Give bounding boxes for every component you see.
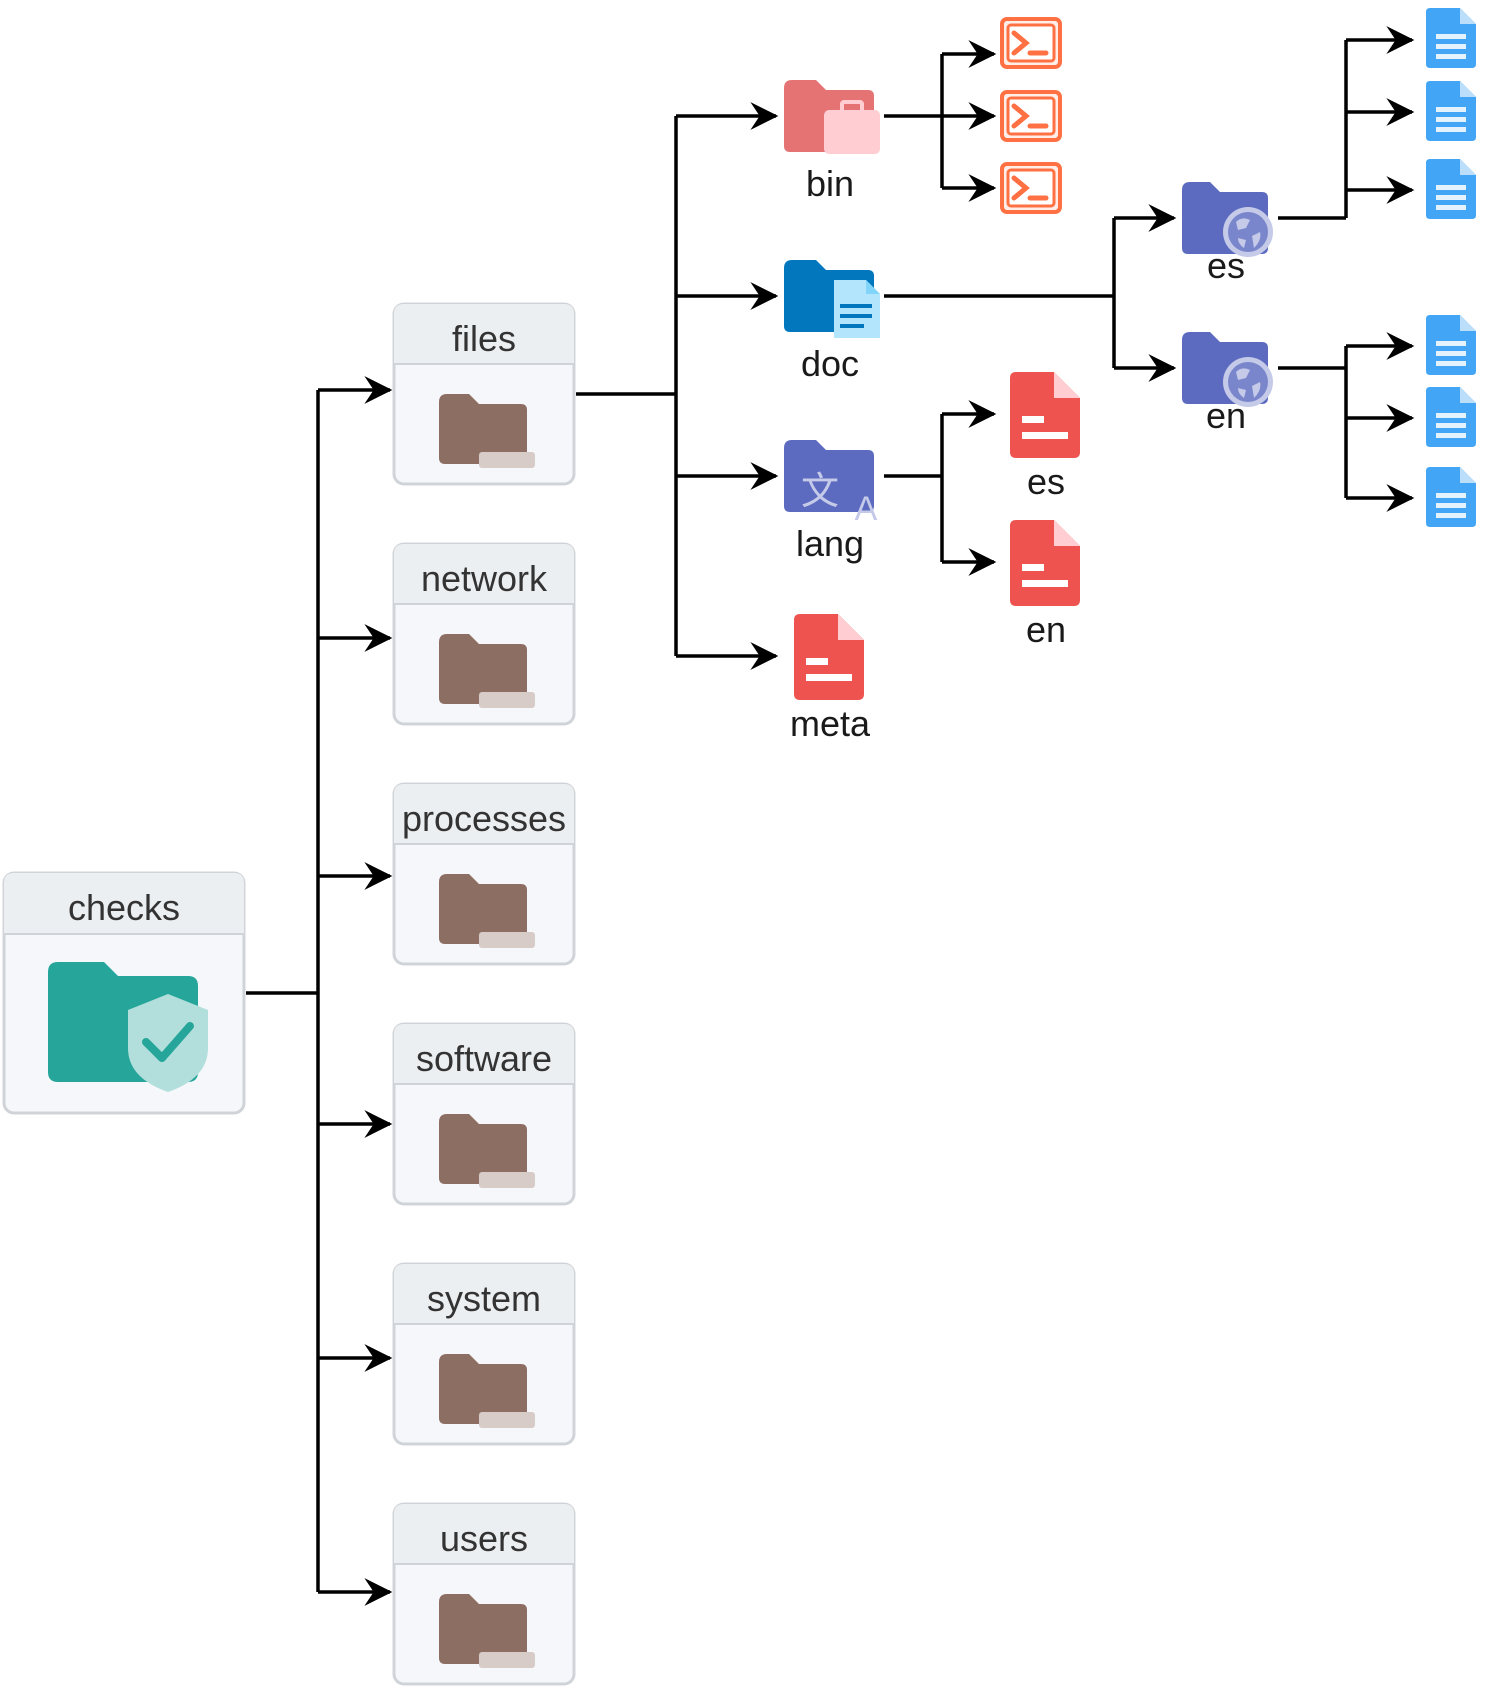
folder-icon bbox=[439, 634, 535, 708]
category-card-network[interactable]: network bbox=[392, 542, 576, 726]
folder-icon bbox=[439, 1354, 535, 1428]
document-file-icon[interactable] bbox=[1426, 159, 1476, 219]
category-card-users[interactable]: users bbox=[392, 1502, 576, 1686]
category-title: system bbox=[427, 1278, 541, 1319]
folder-doc-en[interactable]: en bbox=[1182, 332, 1273, 436]
file-meta[interactable]: meta bbox=[790, 614, 871, 744]
category-title: processes bbox=[402, 798, 566, 839]
root-node-checks[interactable]: checks bbox=[2, 871, 246, 1115]
red-file-icon bbox=[1010, 372, 1080, 458]
red-file-icon bbox=[794, 614, 864, 700]
folder-label: en bbox=[1206, 395, 1246, 436]
folder-label: lang bbox=[796, 523, 864, 564]
folder-doc-es[interactable]: es bbox=[1182, 182, 1273, 286]
folder-bin[interactable]: bin bbox=[784, 80, 880, 204]
folder-icon bbox=[439, 874, 535, 948]
folder-icon bbox=[439, 1114, 535, 1188]
folder-doc[interactable]: doc bbox=[784, 260, 880, 384]
category-card-system[interactable]: system bbox=[392, 1262, 576, 1446]
translate-folder-icon: 文 A bbox=[784, 440, 878, 528]
svg-text:A: A bbox=[855, 490, 878, 528]
folder-label: bin bbox=[806, 163, 854, 204]
root-edges bbox=[246, 376, 393, 1606]
secure-folder-icon bbox=[48, 962, 208, 1092]
category-title: files bbox=[452, 318, 516, 359]
terminal-file-icon[interactable] bbox=[1002, 92, 1060, 140]
document-file-icon[interactable] bbox=[1426, 81, 1476, 141]
category-title: users bbox=[440, 1518, 528, 1559]
folder-icon bbox=[439, 394, 535, 468]
document-file-icon[interactable] bbox=[1426, 315, 1476, 375]
document-file-icon[interactable] bbox=[1426, 387, 1476, 447]
bin-edges bbox=[884, 40, 997, 202]
svg-text:文: 文 bbox=[801, 469, 839, 513]
doc-edges bbox=[884, 204, 1177, 382]
folder-label: doc bbox=[801, 343, 859, 384]
folder-label: es bbox=[1207, 245, 1245, 286]
lang-edges bbox=[884, 400, 997, 576]
category-title: software bbox=[416, 1038, 552, 1079]
terminal-file-icon[interactable] bbox=[1002, 164, 1060, 212]
folder-icon bbox=[439, 1594, 535, 1668]
document-folder-icon bbox=[784, 260, 880, 338]
doc-en-edges bbox=[1278, 332, 1415, 512]
file-lang-en[interactable]: en bbox=[1010, 520, 1080, 650]
files-edges bbox=[576, 102, 779, 670]
category-card-processes[interactable]: processes bbox=[392, 782, 576, 966]
category-title: network bbox=[421, 558, 548, 599]
briefcase-folder-icon bbox=[784, 80, 880, 154]
document-file-icon[interactable] bbox=[1426, 8, 1476, 68]
category-card-files[interactable]: files bbox=[392, 302, 576, 486]
terminal-file-icon[interactable] bbox=[1002, 19, 1060, 67]
file-lang-es[interactable]: es bbox=[1010, 372, 1080, 502]
document-file-icon[interactable] bbox=[1426, 467, 1476, 527]
category-card-software[interactable]: software bbox=[392, 1022, 576, 1206]
root-node-title: checks bbox=[68, 887, 180, 928]
file-label: es bbox=[1027, 461, 1065, 502]
file-label: en bbox=[1026, 609, 1066, 650]
folder-lang[interactable]: 文 A lang bbox=[784, 440, 878, 564]
red-file-icon bbox=[1010, 520, 1080, 606]
file-label: meta bbox=[790, 703, 871, 744]
doc-es-edges bbox=[1278, 26, 1415, 220]
